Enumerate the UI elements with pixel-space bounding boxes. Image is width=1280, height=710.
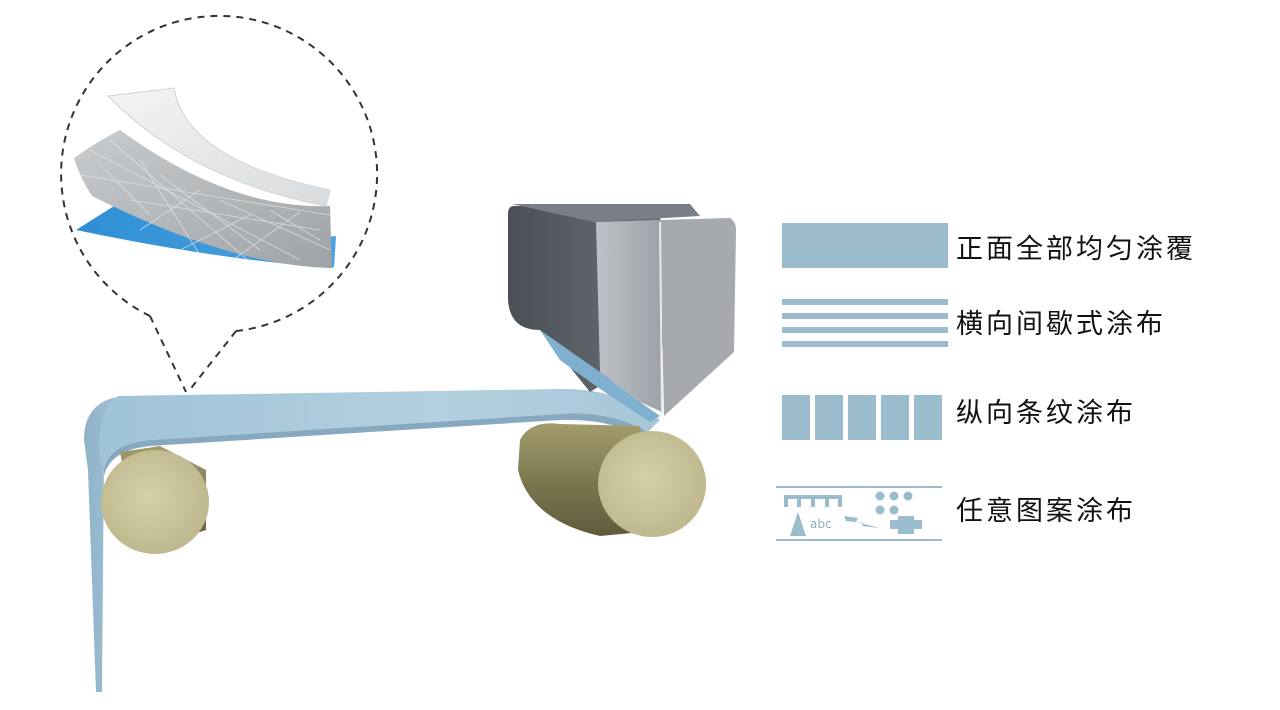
legend-label-vertical-stripes: 纵向条纹涂布: [956, 398, 1136, 429]
right-roller: [518, 423, 706, 537]
vertical-blocks-icon: [782, 395, 942, 440]
legend-label-horizontal-intermittent: 横向间歇式涂布: [956, 309, 1166, 340]
legend-label-full-coating: 正面全部均匀涂覆: [956, 234, 1196, 265]
coating-head: [508, 204, 736, 422]
layered-film-inset: [74, 87, 336, 268]
arbitrary-pattern-icon: abc: [776, 486, 942, 541]
solid-rectangle-icon: [782, 223, 948, 268]
zoom-callout: [58, 14, 379, 393]
pattern-icon-text: abc: [810, 517, 832, 531]
coating-machine-illustration: [58, 14, 736, 692]
substrate-film: [84, 388, 660, 692]
legend-label-arbitrary-pattern: 任意图案涂布: [956, 496, 1136, 527]
left-roller: [101, 446, 209, 554]
horizontal-stripes-icon: [782, 299, 948, 347]
